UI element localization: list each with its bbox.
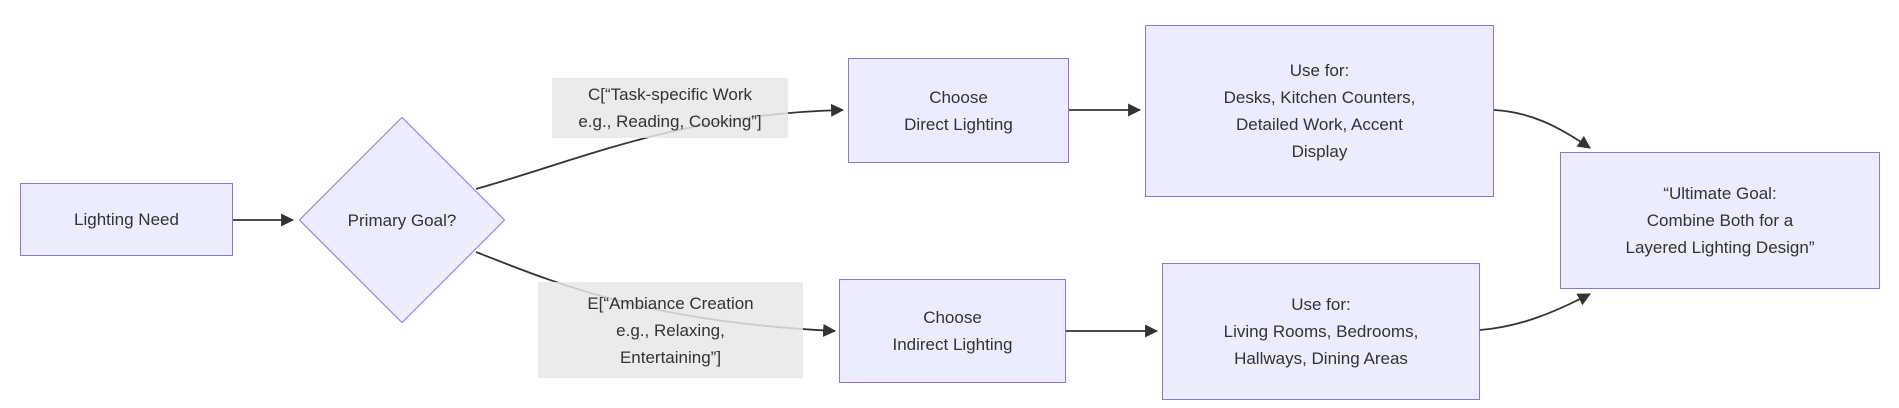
node-choose-indirect: Choose Indirect Lighting (839, 279, 1066, 383)
node-use-for-indirect-label: Use for: Living Rooms, Bedrooms, Hallway… (1223, 295, 1419, 368)
edge-label-task-specific-text: C[“Task-specific Work e.g., Reading, Coo… (578, 85, 762, 131)
node-choose-direct-label: Choose Direct Lighting (904, 87, 1013, 134)
node-lighting-need-label: Lighting Need (74, 210, 179, 229)
node-use-for-direct: Use for: Desks, Kitchen Counters, Detail… (1145, 25, 1494, 197)
node-lighting-need: Lighting Need (20, 183, 233, 256)
node-ultimate-goal-label: “Ultimate Goal: Combine Both for a Layer… (1625, 184, 1815, 257)
node-ultimate-goal: “Ultimate Goal: Combine Both for a Layer… (1560, 152, 1880, 289)
edge-label-ambiance-text: E[“Ambiance Creation e.g., Relaxing, Ent… (587, 293, 754, 367)
edge-use-for-direct-to-ultimate-goal (1493, 109, 1591, 149)
node-primary-goal-label: Primary Goal? (347, 210, 457, 230)
node-choose-direct: Choose Direct Lighting (848, 58, 1069, 163)
edge-use-for-indirect-to-ultimate-goal (1479, 293, 1591, 331)
node-primary-goal: Primary Goal? (302, 206, 502, 234)
edge-label-task-specific: C[“Task-specific Work e.g., Reading, Coo… (552, 78, 788, 138)
node-choose-indirect-label: Choose Indirect Lighting (892, 308, 1013, 354)
node-use-for-direct-label: Use for: Desks, Kitchen Counters, Detail… (1223, 61, 1416, 161)
edge-label-ambiance: E[“Ambiance Creation e.g., Relaxing, Ent… (538, 282, 803, 378)
node-use-for-indirect: Use for: Living Rooms, Bedrooms, Hallway… (1162, 263, 1480, 400)
